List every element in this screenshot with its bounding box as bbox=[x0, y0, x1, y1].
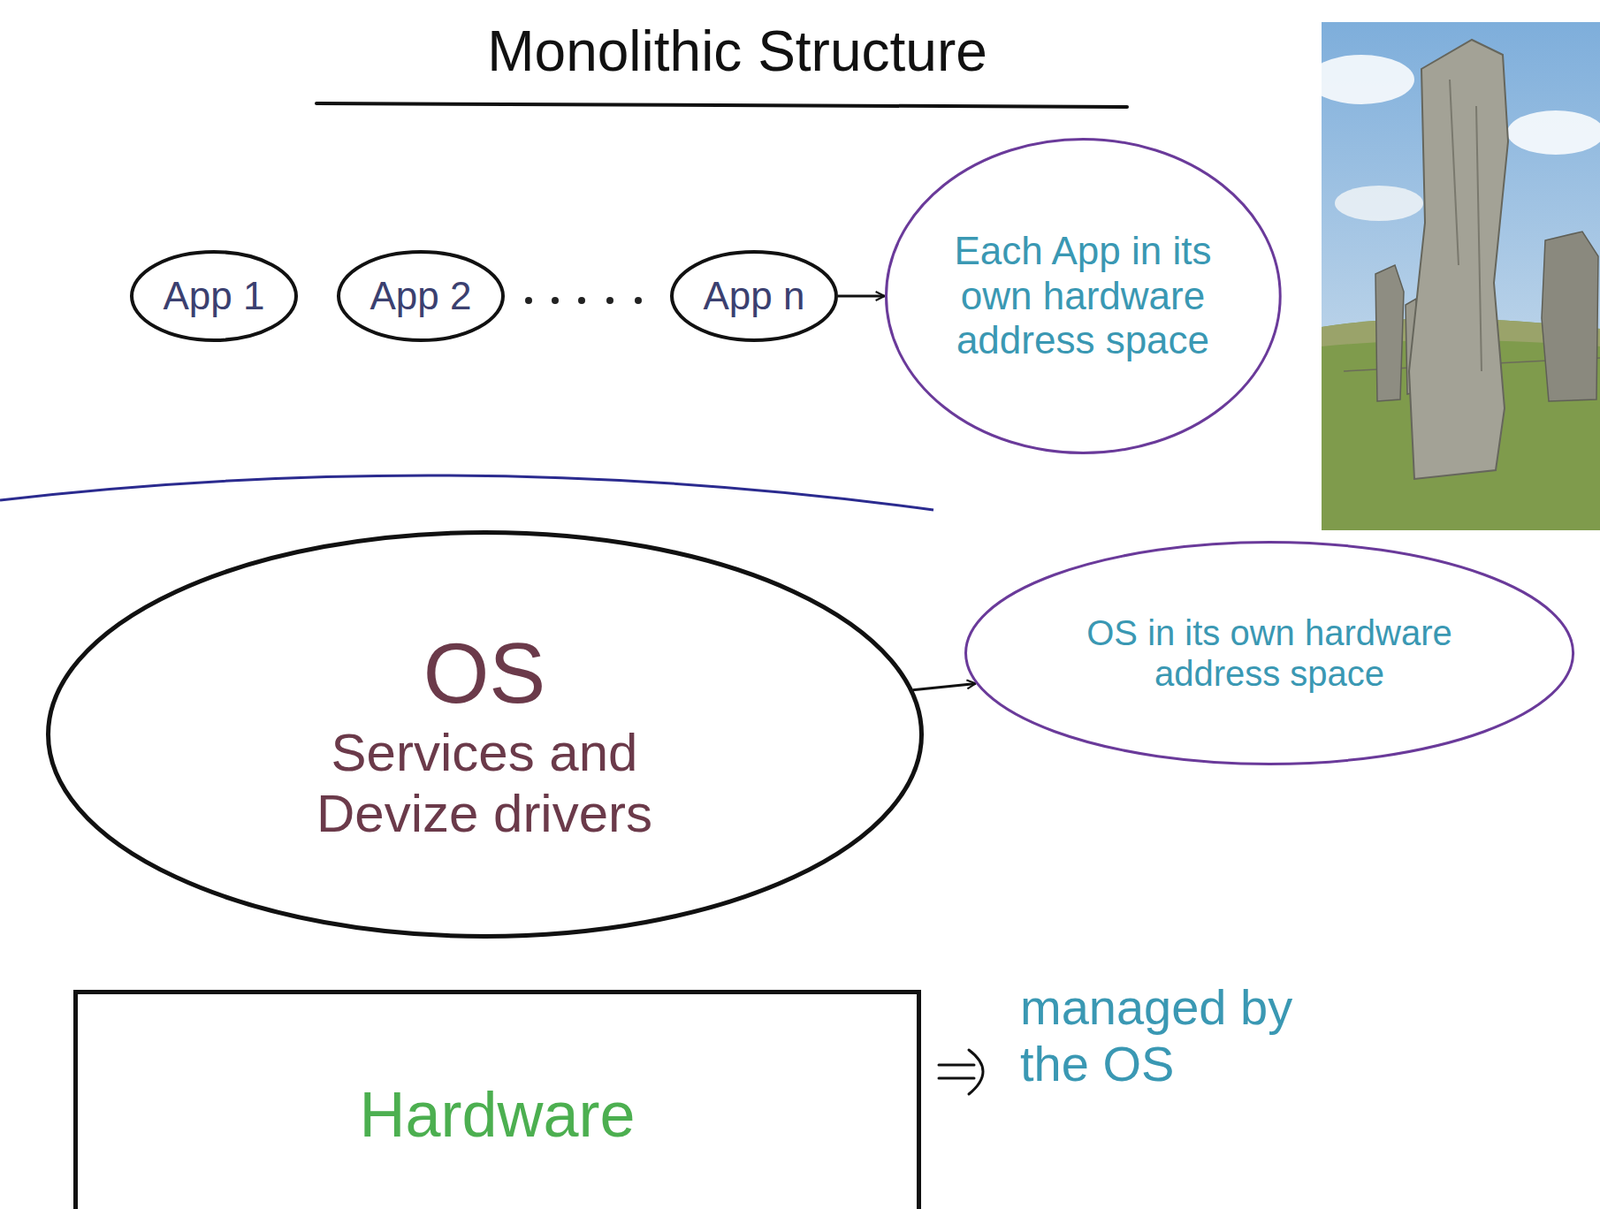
stone-texture bbox=[1449, 79, 1482, 372]
node-label: App n bbox=[703, 274, 806, 320]
dot bbox=[551, 297, 559, 305]
title: Monolithic Structure bbox=[295, 19, 1180, 85]
cloud bbox=[1334, 185, 1424, 221]
ellipse-outline bbox=[131, 251, 297, 341]
app-ellipse: App n bbox=[670, 250, 839, 343]
arrow-head bbox=[968, 1050, 983, 1095]
stone bbox=[1375, 265, 1404, 402]
label-block: managed by the OS bbox=[1020, 979, 1348, 1094]
os-ellipse: OSServices and Devize drivers bbox=[45, 530, 924, 939]
node-label: Each App in its own hardware address spa… bbox=[950, 228, 1216, 364]
text-group: App 2 bbox=[370, 274, 473, 320]
node-label: OS bbox=[272, 624, 697, 723]
text-group: Hardware bbox=[358, 1078, 635, 1152]
text-group: Each App in its own hardware address spa… bbox=[950, 228, 1216, 364]
standing-stones-photo bbox=[1308, 22, 1600, 531]
callout-circle: Each App in its own hardware address spa… bbox=[884, 137, 1282, 455]
dots bbox=[525, 297, 642, 305]
node-label: OS in its own hardware address space bbox=[1061, 612, 1478, 694]
stone bbox=[1409, 39, 1509, 480]
ellipse-outline bbox=[965, 542, 1573, 765]
text-group: App n bbox=[703, 274, 806, 320]
stone bbox=[1541, 231, 1599, 402]
arrow-connector bbox=[838, 295, 885, 298]
app-ellipse: App 1 bbox=[129, 250, 298, 343]
ellipse-outline bbox=[964, 540, 1575, 766]
node-label: Hardware bbox=[358, 1078, 635, 1152]
arrow-connector bbox=[913, 683, 976, 690]
ellipse-outline bbox=[671, 251, 837, 341]
node-label: App 2 bbox=[370, 274, 473, 320]
dot bbox=[525, 297, 533, 305]
note-text: managed by the OS bbox=[1020, 979, 1348, 1094]
dot bbox=[634, 297, 642, 305]
ellipse-outline bbox=[47, 533, 922, 938]
callout-ellipse: OS in its own hardware address space bbox=[964, 540, 1575, 766]
dot bbox=[606, 297, 614, 305]
node-body: Services and Devize drivers bbox=[272, 722, 697, 845]
title-block: Monolithic Structure bbox=[295, 19, 1180, 85]
title-underline bbox=[316, 103, 1128, 107]
cloud bbox=[1507, 110, 1600, 155]
ellipse-outline bbox=[885, 139, 1280, 454]
text-group: OS in its own hardware address space bbox=[1061, 612, 1478, 694]
dot bbox=[578, 297, 586, 305]
hardware-box: Hardware bbox=[73, 990, 922, 1209]
double-arrow-symbol bbox=[938, 1050, 983, 1095]
separator-curve bbox=[0, 475, 934, 511]
text-group: OSServices and Devize drivers bbox=[272, 624, 697, 845]
arrow-shaft bbox=[938, 1065, 975, 1079]
cloud bbox=[1308, 54, 1415, 105]
app-ellipse: App 2 bbox=[336, 250, 505, 343]
node-label: App 1 bbox=[163, 274, 266, 320]
text-group: App 1 bbox=[163, 274, 266, 320]
ellipse-outline bbox=[338, 251, 503, 341]
